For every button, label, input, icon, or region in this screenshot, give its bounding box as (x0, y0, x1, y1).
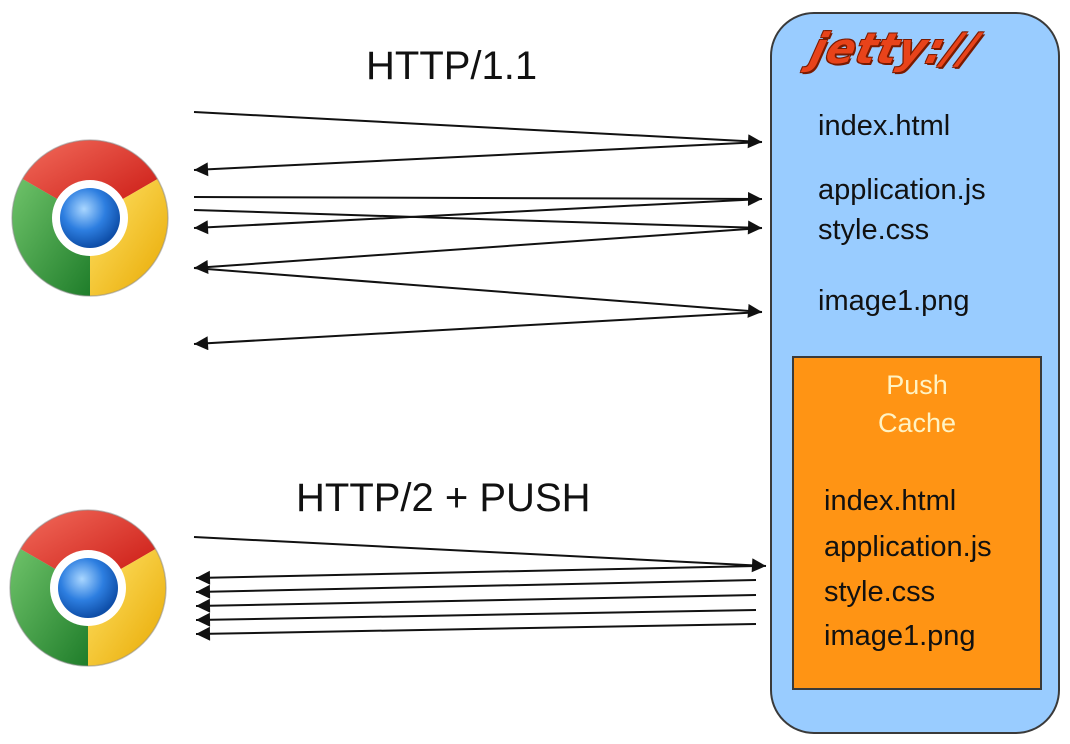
push-response-arrow (195, 609, 757, 627)
cache-file-index: index.html (824, 485, 957, 517)
push-response-arrow (195, 579, 757, 599)
http2-push-label: HTTP/2 + PUSH (296, 476, 591, 520)
request-arrow (193, 191, 763, 206)
response-arrow (193, 198, 763, 235)
chrome-browser-icon (9, 509, 167, 667)
request-arrow (193, 111, 763, 149)
push-cache-title-line-2: Cache (877, 408, 957, 438)
push-response-arrow (195, 565, 757, 585)
http11-label: HTTP/1.1 (366, 44, 538, 88)
server-file-image1: image1.png (818, 285, 970, 317)
request-arrow (193, 267, 763, 318)
server-file-index: index.html (818, 110, 951, 142)
push-response-arrow (195, 623, 757, 641)
response-arrow (193, 227, 763, 274)
push-response-arrow (195, 594, 757, 613)
chrome-browser-icon (11, 139, 169, 297)
request-arrow (193, 536, 767, 573)
cache-file-style-css: style.css (824, 576, 936, 608)
push-cache-title-line-1: Push (886, 370, 948, 400)
response-arrow (193, 311, 763, 351)
push-cache-box (792, 356, 1042, 690)
response-arrow (193, 141, 763, 177)
cache-file-image1: image1.png (824, 620, 976, 652)
request-arrow (193, 209, 763, 235)
server-file-style-css: style.css (818, 214, 930, 246)
server-file-application-js: application.js (818, 174, 986, 206)
cache-file-application-js: application.js (824, 531, 992, 563)
